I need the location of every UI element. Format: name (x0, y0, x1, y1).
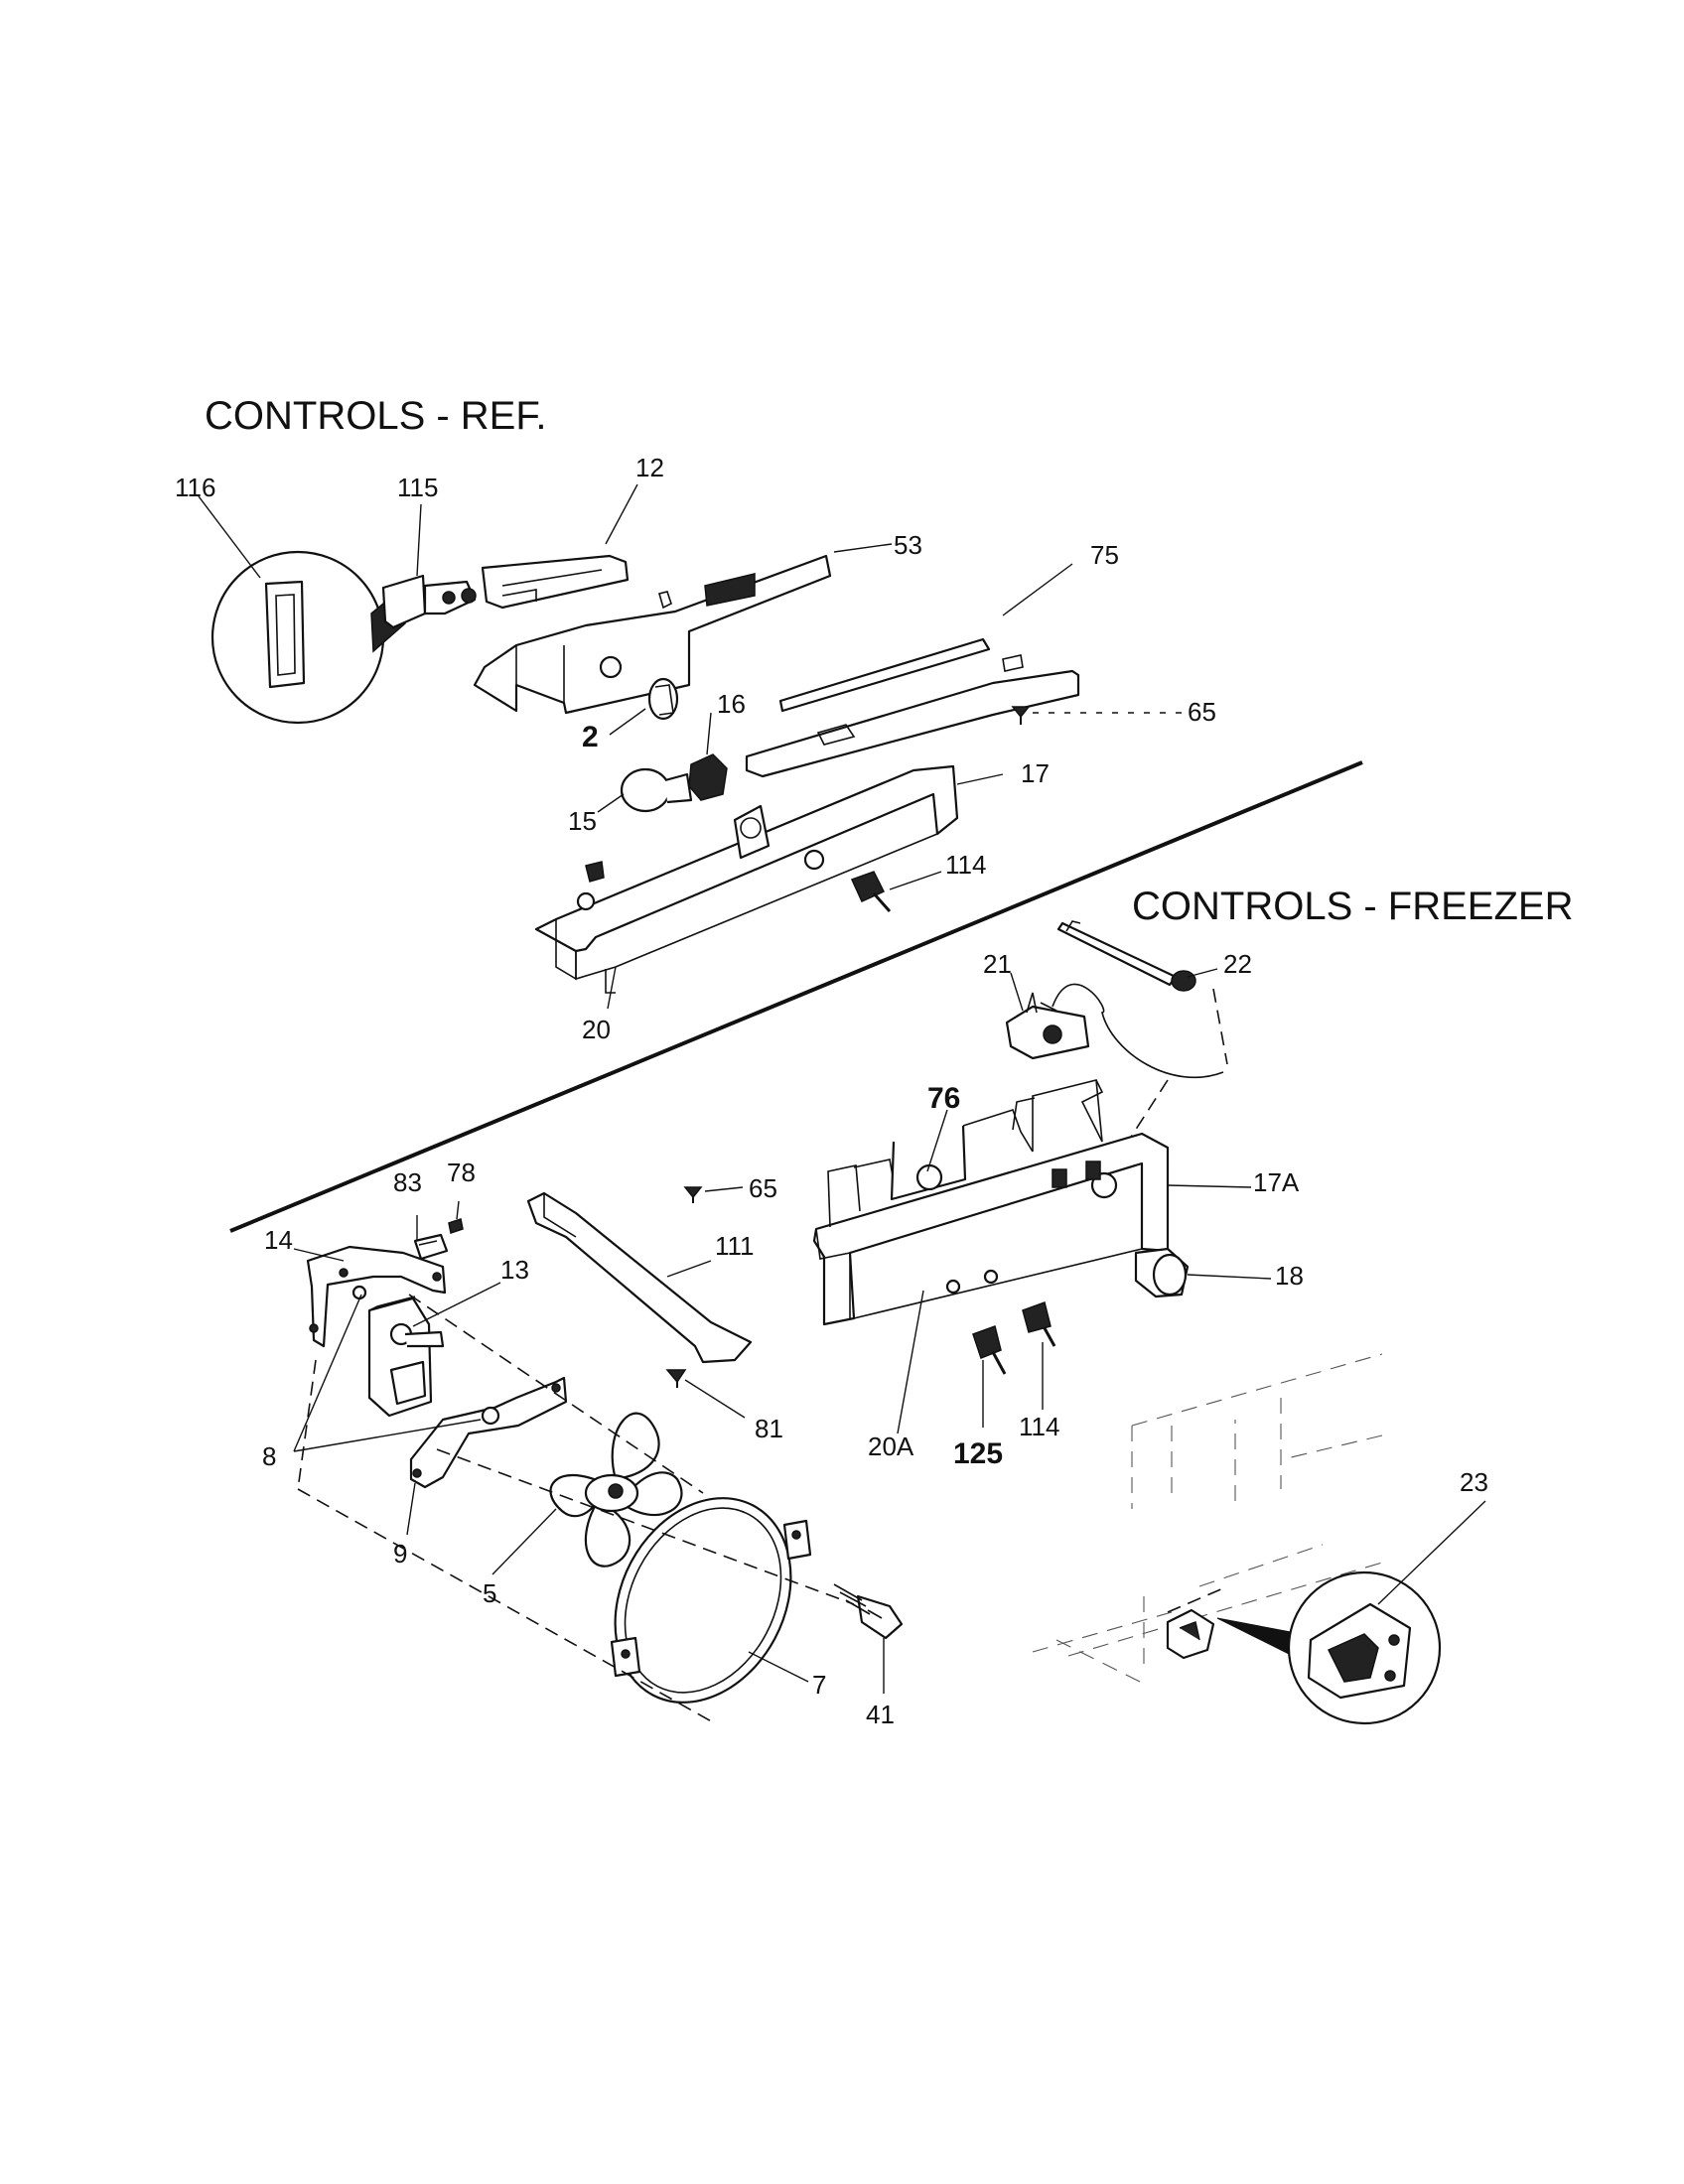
callout-7: 7 (812, 1670, 826, 1700)
callout-23: 23 (1460, 1467, 1488, 1497)
callout-75: 75 (1090, 540, 1119, 570)
title-controls-freezer: CONTROLS - FREEZER (1132, 885, 1573, 928)
part-41-screw (833, 1583, 904, 1640)
callout-65-top: 65 (1188, 697, 1216, 727)
callout-16: 16 (717, 689, 746, 719)
section-divider (229, 760, 1363, 1233)
callout-116: 116 (175, 473, 215, 502)
callout-20A: 20A (868, 1432, 914, 1461)
callout-17: 17 (1021, 758, 1050, 788)
part-114-freezer-knob (1022, 1301, 1056, 1347)
callout-18: 18 (1275, 1261, 1304, 1291)
part-18-knob (1134, 1247, 1190, 1298)
part-65-screw-mid (683, 1186, 703, 1203)
callout-83: 83 (393, 1167, 422, 1197)
part-9-bracket (409, 1376, 568, 1489)
callout-13: 13 (500, 1255, 529, 1285)
callout-14: 14 (264, 1225, 293, 1255)
part-16-socket (688, 753, 728, 801)
callout-20: 20 (582, 1015, 611, 1044)
part-5-fan-blade (549, 1412, 683, 1568)
part-78-screw (448, 1218, 464, 1234)
callout-78: 78 (447, 1158, 476, 1187)
callout-65-mid: 65 (749, 1173, 777, 1203)
part-65-screw-top (1011, 706, 1031, 725)
part-17-panel (534, 764, 959, 981)
part-2-knob (647, 677, 679, 721)
callout-22: 22 (1223, 949, 1252, 979)
callout-2: 2 (582, 721, 599, 753)
callout-115: 115 (397, 473, 438, 502)
part-15-bulb (620, 767, 693, 813)
callout-17A: 17A (1253, 1167, 1300, 1197)
callout-5: 5 (483, 1578, 496, 1608)
callout-53: 53 (894, 530, 922, 560)
part-23-detail (1032, 1353, 1442, 1725)
callout-8: 8 (262, 1441, 276, 1471)
callout-81: 81 (755, 1414, 783, 1443)
part-115-bracket (381, 574, 477, 629)
part-53-housing (473, 554, 832, 715)
callout-125: 125 (953, 1437, 1003, 1470)
part-17A-panel (812, 1078, 1170, 1326)
callout-76: 76 (927, 1082, 960, 1115)
part-12-cover (481, 554, 630, 610)
part-21-thermostat (1005, 992, 1090, 1060)
part-116-detail-circle (210, 550, 408, 725)
callout-9: 9 (393, 1539, 407, 1569)
part-111-bracket (526, 1191, 753, 1364)
part-125-knob (972, 1325, 1007, 1375)
part-7-shroud (610, 1497, 812, 1704)
part-75-plate (745, 637, 1080, 778)
title-controls-ref: CONTROLS - REF. (205, 394, 546, 438)
callout-21: 21 (983, 949, 1012, 979)
callout-114-ref: 114 (945, 850, 986, 880)
part-13-motor (367, 1296, 445, 1418)
part-14-bracket (306, 1245, 447, 1348)
part-81-screw (665, 1369, 687, 1388)
part-83-clip (413, 1233, 449, 1261)
callout-12: 12 (635, 453, 664, 482)
part-114-ref-knob (850, 871, 892, 912)
callout-111: 111 (715, 1231, 755, 1261)
part-22-capillary (1056, 920, 1196, 992)
callout-15: 15 (568, 806, 597, 836)
callout-114-freezer: 114 (1019, 1412, 1059, 1441)
callout-41: 41 (866, 1700, 895, 1729)
